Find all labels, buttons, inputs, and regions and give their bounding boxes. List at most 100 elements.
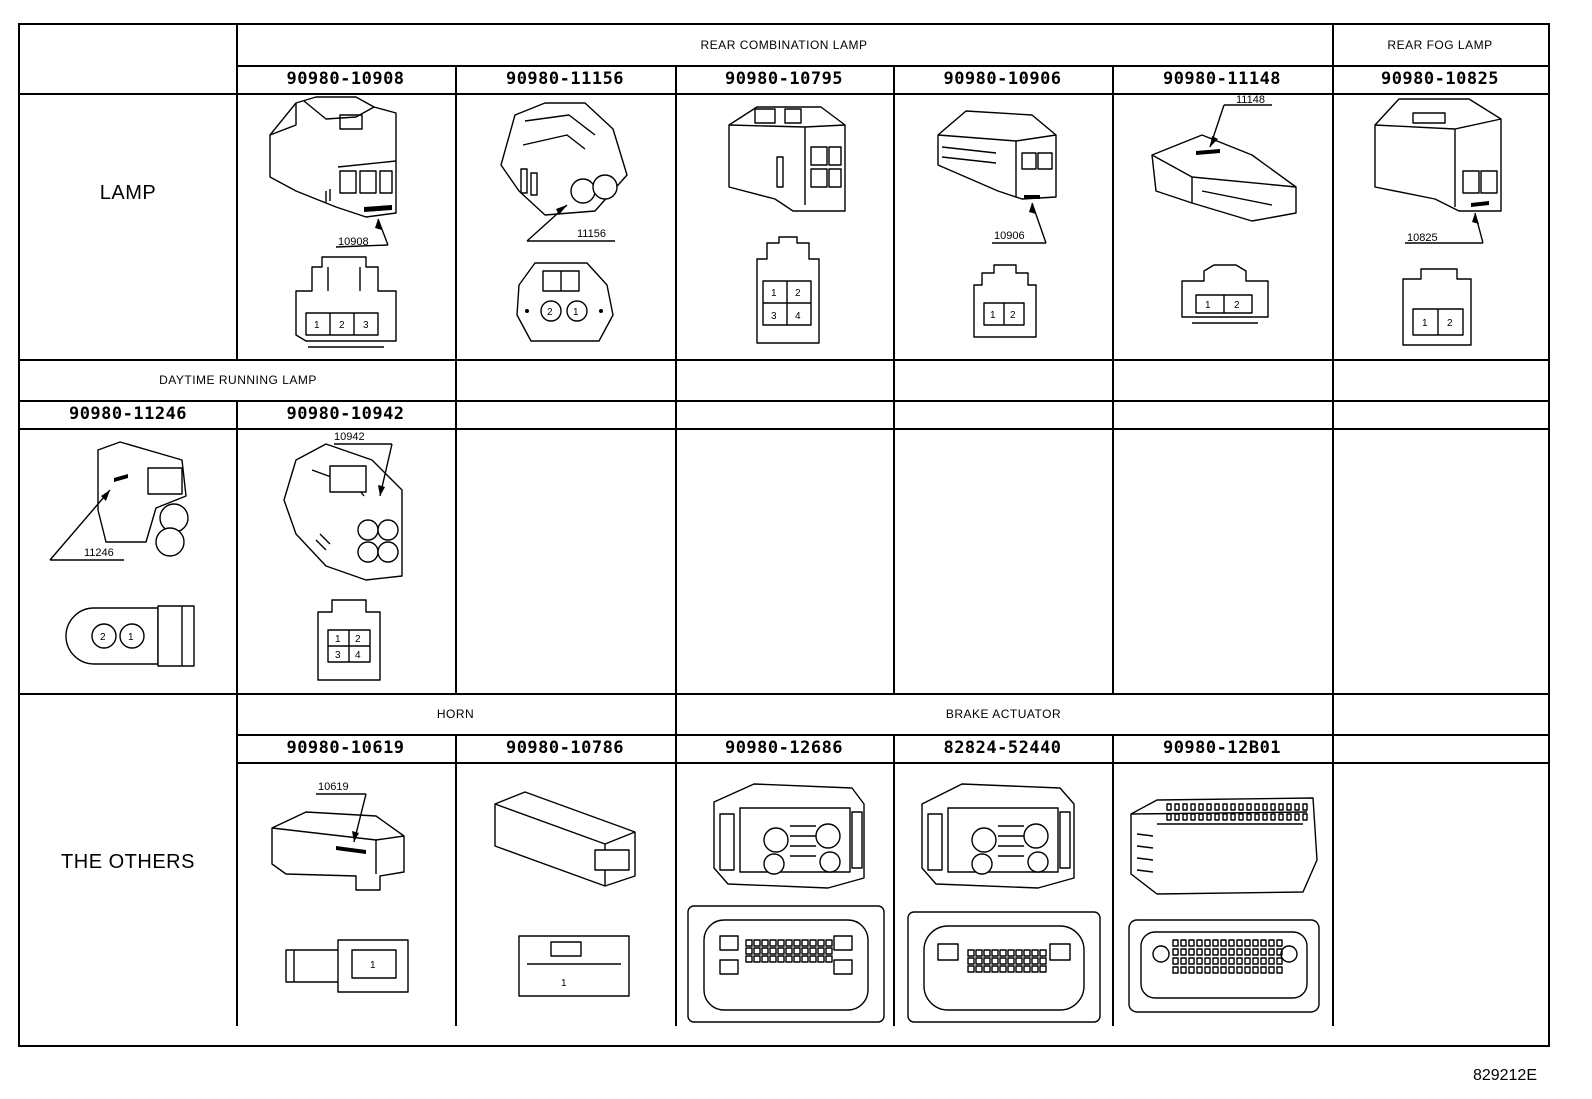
pin-cell: [1268, 948, 1275, 956]
pin-cell: [761, 955, 769, 963]
callout-label: 11246: [84, 547, 114, 559]
pin-label: 1: [314, 320, 320, 331]
pin-label: 3: [771, 311, 777, 322]
pin-cell: [1270, 813, 1276, 821]
connector-drawing-82824-52440: [898, 764, 1108, 1026]
pin-cell: [1276, 948, 1283, 956]
pin-cell: [1190, 813, 1196, 821]
pin-label: 1: [128, 632, 134, 643]
pin-cell: [817, 947, 825, 955]
pin-cell: [793, 947, 801, 955]
connector-drawing-90980-10795: 1 2 3 4: [693, 95, 873, 357]
pin-cell: [1302, 813, 1308, 821]
pin-cell: [1228, 966, 1235, 974]
pin-cell: [1031, 949, 1039, 957]
pin-cell: [761, 939, 769, 947]
pin-cell: [1196, 948, 1203, 956]
callout-label: 11156: [577, 228, 606, 240]
pin-cell: [1262, 803, 1268, 811]
pin-cell: [1007, 965, 1015, 973]
row-label-lamp: LAMP: [99, 181, 157, 204]
group-header-rear-combination-lamp: REAR COMBINATION LAMP: [700, 38, 868, 52]
pin-cell: [1268, 966, 1275, 974]
pin-cell: [1236, 939, 1243, 947]
pin-cell: [1188, 957, 1195, 965]
pin-cell: [1190, 803, 1196, 811]
connector-drawing-90980-11246: 11246 2 1: [36, 430, 220, 692]
pin-cell: [1204, 939, 1211, 947]
pin-label: 1: [573, 307, 579, 318]
connector-drawing-90980-12B01: [1117, 764, 1327, 1026]
pin-cell: [1252, 957, 1259, 965]
pin-cell: [777, 947, 785, 955]
pin-cell: [809, 955, 817, 963]
pin-cell: [967, 949, 975, 957]
pin-cell: [809, 947, 817, 955]
pin-label: 3: [363, 320, 369, 331]
pin-label: 3: [335, 650, 341, 661]
connector-drawing-90980-10908: 10908 1 2 3: [256, 95, 436, 357]
pin-cell: [1166, 803, 1172, 811]
connector-drawing-90980-10942: 10942 1 2 3 4: [256, 430, 436, 692]
pin-cell: [1244, 948, 1251, 956]
pin-cell: [1238, 803, 1244, 811]
pin-cell: [1244, 957, 1251, 965]
pin-cell: [753, 947, 761, 955]
pin-cell: [999, 949, 1007, 957]
pin-cell: [1015, 957, 1023, 965]
pin-label: 2: [1234, 300, 1240, 311]
group-header-brake-actuator: BRAKE ACTUATOR: [945, 707, 1062, 721]
pin-cell: [1172, 957, 1179, 965]
pin-cell: [1278, 803, 1284, 811]
pin-cell: [983, 965, 991, 973]
pin-cell: [1260, 957, 1267, 965]
pin-label: 1: [1422, 318, 1428, 329]
pin-cell: [1204, 966, 1211, 974]
pin-grid: [1172, 939, 1283, 974]
part-number-90980-10786: 90980-10786: [505, 738, 625, 758]
pin-cell: [1222, 813, 1228, 821]
pin-cell: [1230, 813, 1236, 821]
pin-label: 1: [561, 978, 567, 989]
pin-cell: [817, 939, 825, 947]
pin-cell: [825, 947, 833, 955]
pin-cell: [785, 947, 793, 955]
pin-cell: [1023, 965, 1031, 973]
pin-cell: [1007, 957, 1015, 965]
pin-cell: [1172, 966, 1179, 974]
pin-cell: [1220, 939, 1227, 947]
pin-cell: [1254, 803, 1260, 811]
pin-cell: [1252, 939, 1259, 947]
pin-cell: [777, 939, 785, 947]
pin-cell: [1252, 948, 1259, 956]
pin-cell: [1238, 813, 1244, 821]
pin-cell: [1206, 803, 1212, 811]
part-number-90980-10795: 90980-10795: [724, 69, 844, 89]
pin-cell: [1214, 803, 1220, 811]
pin-cell: [1174, 813, 1180, 821]
pin-cell: [1196, 966, 1203, 974]
pin-label: 2: [355, 634, 361, 645]
pin-cell: [1260, 948, 1267, 956]
pin-cell: [967, 965, 975, 973]
pin-cell: [1214, 813, 1220, 821]
pin-cell: [1252, 966, 1259, 974]
part-number-90980-10942: 90980-10942: [286, 404, 405, 424]
pin-cell: [1180, 957, 1187, 965]
pin-cell: [1212, 957, 1219, 965]
pin-label: 1: [990, 310, 996, 321]
pin-cell: [1182, 813, 1188, 821]
pin-cell: [793, 955, 801, 963]
pin-cell: [1236, 966, 1243, 974]
pin-cell: [1172, 948, 1179, 956]
pin-cell: [1222, 803, 1228, 811]
callout-label: 10825: [1407, 232, 1438, 244]
pin-cell: [1246, 813, 1252, 821]
pin-cell: [1182, 803, 1188, 811]
pin-cell: [1236, 948, 1243, 956]
callout-label: 10942: [334, 431, 365, 443]
pin-cell: [1260, 939, 1267, 947]
pin-cell: [753, 955, 761, 963]
pin-cell: [1294, 813, 1300, 821]
row-label-the-others: THE OTHERS: [61, 850, 195, 873]
